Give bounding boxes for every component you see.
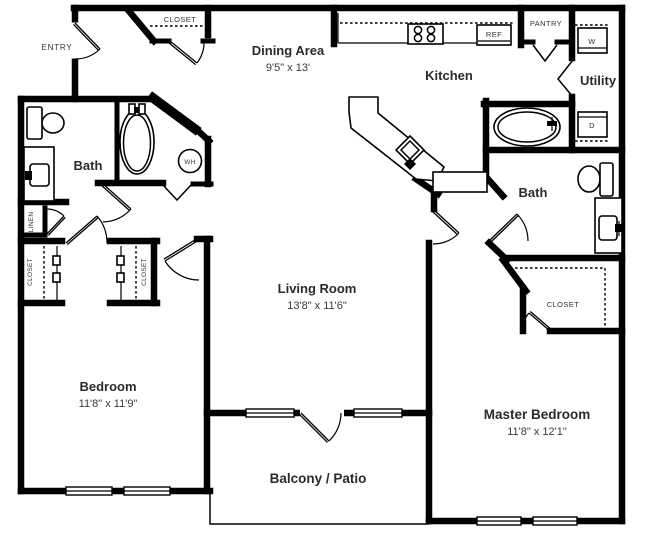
bath-vanity-sink-icon (23, 146, 55, 202)
water-heater-bifold-door (161, 183, 193, 202)
bath-label: Bath (74, 158, 103, 173)
dryer-label: D (589, 121, 595, 130)
bedroom-window (65, 486, 113, 496)
entry-label: ENTRY (42, 43, 73, 52)
labels: ENTRY CLOSET Dining Area 9'5" x 13' Kitc… (27, 15, 617, 486)
master-bath-door (488, 213, 529, 243)
pantry-bifold-door (532, 44, 558, 63)
master-toilet-icon (577, 162, 614, 197)
linen-door (46, 208, 66, 236)
bedroom-dimensions: 11'8" x 11'9" (79, 398, 138, 410)
doors (46, 22, 574, 443)
living-room-window (245, 408, 295, 418)
closet-rod (52, 246, 61, 300)
pantry-label: PANTRY (530, 19, 562, 28)
living-room-label: Living Room (278, 281, 357, 296)
bedroom-label: Bedroom (79, 379, 136, 394)
entry-closet-door (168, 40, 205, 66)
master-bedroom-window (476, 516, 522, 526)
master-closet-door (521, 311, 552, 332)
bath-door (101, 183, 132, 223)
bathtub-icon (119, 103, 155, 175)
entry-closet-label: CLOSET (164, 15, 196, 24)
refrigerator-label: REF (486, 30, 502, 39)
closet-rod (116, 246, 125, 300)
kitchen-peninsula-counter (348, 96, 445, 182)
washer-label: W (588, 37, 596, 46)
master-closet-shelf (505, 267, 606, 326)
balcony-outline (209, 494, 429, 525)
master-closet-label: CLOSET (547, 300, 579, 309)
balcony-door (299, 412, 342, 443)
utility-label: Utility (580, 73, 617, 88)
windows (65, 408, 578, 526)
living-room-door (163, 237, 200, 281)
toilet-icon (26, 106, 65, 140)
washer-icon (577, 27, 608, 54)
master-bedroom-dimensions: 11'8" x 12'1" (507, 426, 567, 438)
bar-counter (432, 171, 488, 193)
water-heater-label: WH (184, 159, 195, 166)
balcony-patio-label: Balcony / Patio (270, 471, 367, 486)
bedroom-closet-left-label: CLOSET (27, 258, 34, 286)
bedroom-window (123, 486, 171, 496)
master-bedroom-window (532, 516, 578, 526)
bedroom-closet-right-label: CLOSET (141, 258, 148, 286)
master-bath-label: Bath (519, 185, 548, 200)
water-heater-icon (177, 148, 203, 174)
stove-icon (407, 23, 444, 45)
dining-area-label: Dining Area (252, 43, 325, 58)
master-bathtub-icon (493, 107, 561, 147)
bedroom-door (65, 215, 108, 245)
living-room-window (353, 408, 403, 418)
dryer-icon (577, 111, 608, 138)
walls (17, 4, 626, 525)
living-room-dimensions: 13'8" x 11'6" (287, 300, 347, 312)
linen-closet-label: LINEN (28, 212, 35, 233)
master-vanity-sink-icon (594, 197, 623, 254)
kitchen-label: Kitchen (425, 68, 473, 83)
fixtures (23, 13, 623, 525)
refrigerator-icon (476, 24, 512, 46)
utility-bifold-door (557, 59, 574, 98)
dining-area-dimensions: 9'5" x 13' (266, 62, 310, 74)
door-openings (70, 22, 344, 418)
master-bedroom-label: Master Bedroom (484, 407, 591, 422)
entry-door (73, 22, 101, 60)
master-bedroom-door (431, 208, 460, 245)
